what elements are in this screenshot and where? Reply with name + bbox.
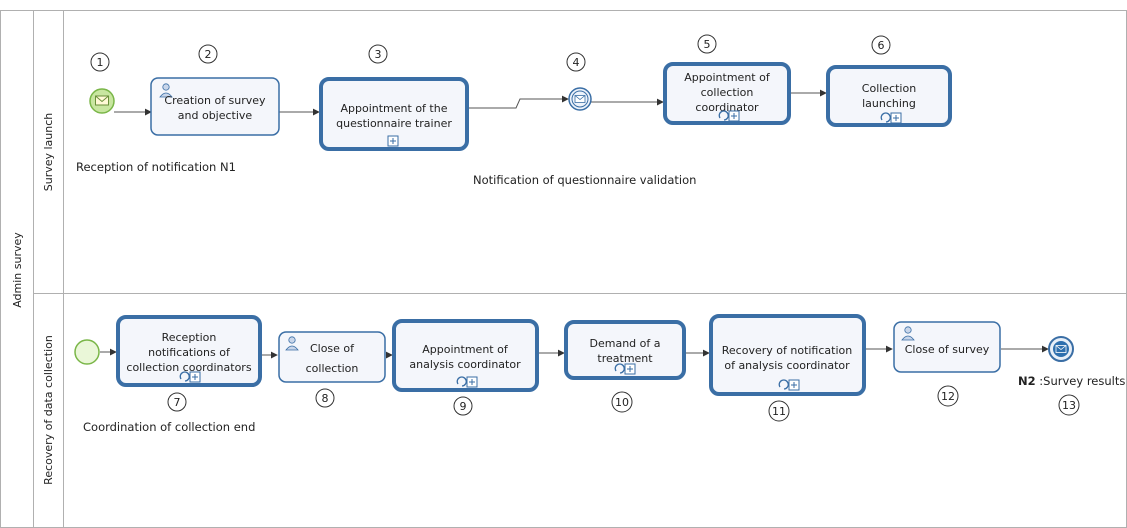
intermediate-message-event bbox=[568, 87, 592, 111]
subprocess-appointment-analysis-coordinator[interactable]: Appointment of analysis coordinator bbox=[392, 319, 539, 392]
start-event bbox=[74, 339, 100, 365]
annotation-reception-n1: Reception of notification N1 bbox=[76, 160, 236, 174]
subprocess-marker-icon bbox=[890, 112, 902, 124]
step-badge: 2 bbox=[198, 44, 218, 64]
subprocess-marker-icon bbox=[466, 376, 478, 388]
task-label-line: Creation of survey bbox=[164, 94, 266, 107]
step-badge: 8 bbox=[315, 388, 335, 408]
svg-text:2: 2 bbox=[205, 48, 212, 61]
svg-text:9: 9 bbox=[460, 400, 467, 413]
subprocess-marker-icon bbox=[387, 135, 399, 147]
task-creation-of-survey[interactable]: Creation of survey and objective bbox=[150, 77, 280, 136]
loop-marker-icon bbox=[456, 376, 467, 387]
step-badge: 7 bbox=[167, 392, 187, 412]
loop-marker-icon bbox=[179, 371, 190, 382]
annotations: Reception of notification N1 Notificatio… bbox=[76, 160, 1125, 434]
subprocess-marker-icon bbox=[189, 371, 201, 383]
subprocess-appointment-collection-coordinator[interactable]: Appointment of collection coordinator bbox=[663, 62, 791, 125]
step-badge: 9 bbox=[453, 396, 473, 416]
subprocess-recovery-of-notification[interactable]: Recovery of notification of analysis coo… bbox=[709, 314, 866, 396]
task-label-line: collection bbox=[701, 86, 754, 99]
annotation-survey-results-bold: N2 bbox=[1018, 374, 1036, 388]
step-badge: 11 bbox=[768, 400, 790, 422]
events bbox=[74, 87, 1074, 365]
svg-text:7: 7 bbox=[174, 396, 181, 409]
task-label-line: Close of bbox=[310, 342, 355, 355]
loop-marker-icon bbox=[614, 363, 625, 374]
task-label-line: analysis coordinator bbox=[409, 358, 521, 371]
task-label-line: Demand of a bbox=[590, 337, 661, 350]
task-label-line: Collection bbox=[862, 82, 916, 95]
task-label-line: Appointment of bbox=[422, 343, 509, 356]
loop-marker-icon bbox=[880, 112, 891, 123]
task-label-line: Appointment of bbox=[684, 71, 771, 84]
lane-label-survey-launch: Survey launch bbox=[42, 113, 55, 192]
step-badge: 4 bbox=[566, 52, 586, 72]
sequence-flows bbox=[100, 89, 1049, 359]
user-icon bbox=[901, 326, 915, 341]
tasks: Creation of survey and objective Appoint… bbox=[116, 62, 1001, 396]
task-close-of-survey[interactable]: Close of survey bbox=[893, 321, 1001, 373]
svg-text:12: 12 bbox=[941, 390, 955, 403]
message-start-event bbox=[89, 88, 115, 114]
task-label-line: Recovery of notification bbox=[722, 344, 852, 357]
task-label-line: notifications of bbox=[148, 346, 231, 359]
svg-text:6: 6 bbox=[878, 39, 885, 52]
task-label-line: treatment bbox=[597, 352, 653, 365]
step-numbers: 1 2 3 4 5 6 7 8 9 10 11 12 13 bbox=[90, 34, 1080, 422]
task-label-line: collection coordinators bbox=[126, 361, 251, 374]
user-icon bbox=[159, 83, 173, 98]
svg-text:4: 4 bbox=[573, 56, 580, 69]
task-label-line: and objective bbox=[178, 109, 253, 122]
task-label-line: Close of survey bbox=[905, 343, 990, 356]
task-label-line: questionnaire trainer bbox=[336, 117, 452, 130]
subprocess-marker-icon bbox=[728, 110, 740, 122]
message-end-event bbox=[1048, 336, 1074, 362]
flow-3-4 bbox=[468, 95, 569, 109]
envelope-icon bbox=[95, 95, 109, 106]
lane-label-recovery: Recovery of data collection bbox=[42, 335, 55, 485]
task-close-of-collection[interactable]: Close of collection bbox=[278, 331, 386, 383]
annotation-survey-results-text: :Survey results bbox=[1036, 374, 1126, 388]
subprocess-demand-of-treatment[interactable]: Demand of a treatment bbox=[564, 320, 686, 380]
task-label-line: Reception bbox=[162, 331, 217, 344]
svg-text:10: 10 bbox=[615, 396, 629, 409]
loop-marker-icon bbox=[718, 110, 729, 121]
task-label-line: collection bbox=[306, 362, 359, 375]
subprocess-marker-icon bbox=[624, 363, 636, 375]
svg-text:3: 3 bbox=[375, 48, 382, 61]
task-label-line: of analysis coordinator bbox=[724, 359, 850, 372]
step-badge: 3 bbox=[368, 44, 388, 64]
annotation-coordination-end: Coordination of collection end bbox=[83, 420, 255, 434]
subprocess-marker-icon bbox=[788, 379, 800, 391]
subprocess-reception-notifications[interactable]: Reception notifications of collection co… bbox=[116, 315, 262, 387]
svg-text:8: 8 bbox=[322, 392, 329, 405]
step-badge: 10 bbox=[611, 391, 633, 413]
svg-text:13: 13 bbox=[1062, 399, 1076, 412]
step-badge: 6 bbox=[871, 35, 891, 55]
svg-text:5: 5 bbox=[704, 38, 711, 51]
task-label-line: coordinator bbox=[695, 101, 759, 114]
subprocess-collection-launching[interactable]: Collection launching bbox=[826, 65, 952, 127]
pool-label: Admin survey bbox=[11, 232, 24, 308]
step-badge: 5 bbox=[697, 34, 717, 54]
svg-text:1: 1 bbox=[97, 56, 104, 69]
annotation-survey-results: N2 :Survey results bbox=[1018, 374, 1125, 388]
svg-text:11: 11 bbox=[772, 405, 786, 418]
step-badge: 1 bbox=[90, 52, 110, 72]
subprocess-appointment-questionnaire-trainer[interactable]: Appointment of the questionnaire trainer bbox=[319, 77, 469, 151]
user-icon bbox=[285, 336, 299, 351]
step-badge: 12 bbox=[937, 385, 959, 407]
loop-marker-icon bbox=[778, 379, 789, 390]
annotation-questionnaire-validation: Notification of questionnaire validation bbox=[473, 173, 696, 187]
task-label-line: Appointment of the bbox=[341, 102, 448, 115]
step-badge: 13 bbox=[1058, 394, 1080, 416]
task-label-line: launching bbox=[862, 97, 916, 110]
